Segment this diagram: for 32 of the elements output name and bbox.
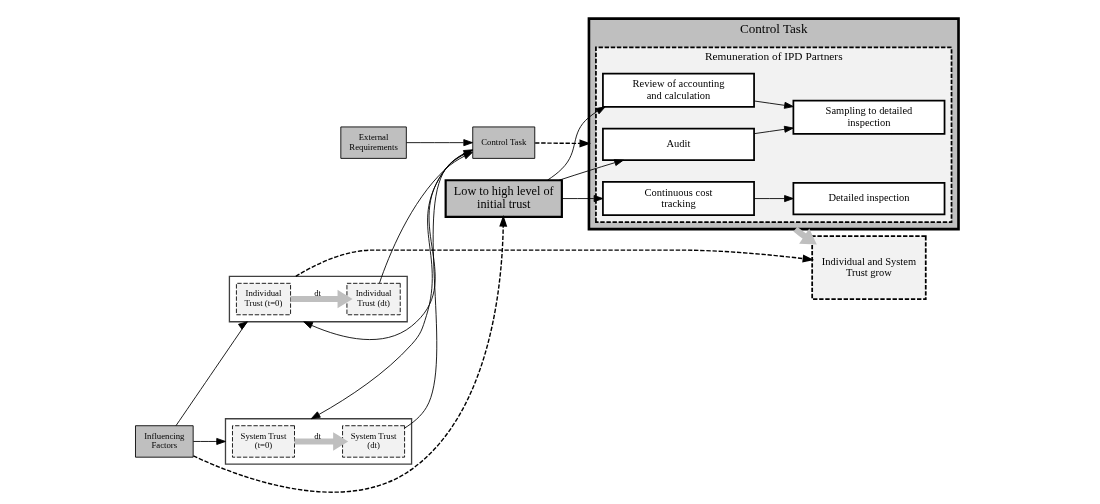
arrow <box>192 215 507 493</box>
arrow <box>175 321 248 427</box>
arrow <box>192 437 226 445</box>
arrow <box>294 249 814 278</box>
node-box: System Trust (dt) <box>341 425 405 458</box>
arrow <box>558 159 624 181</box>
cluster <box>228 275 408 323</box>
node-box: Review of accounting and calculation <box>601 72 755 108</box>
node-box: Individual Trust (dt) <box>346 282 401 316</box>
node-box: Audit <box>601 127 755 161</box>
node-box: Individual Trust (t=0) <box>235 282 291 316</box>
node-box: Influencing Factors <box>134 425 194 458</box>
edge-label: dt <box>313 430 321 441</box>
arrow <box>753 100 794 109</box>
arrow <box>533 139 591 148</box>
arrow <box>753 195 794 203</box>
node-box: Continuous cost tracking <box>601 181 755 217</box>
arrow <box>405 139 473 147</box>
arrow <box>290 289 353 309</box>
node-box: Control Task <box>471 126 535 159</box>
node-box: External Requirements <box>339 126 407 159</box>
arrow <box>753 125 794 135</box>
edge-label: dt <box>313 288 321 299</box>
node-box: Low to high level of initial trust <box>444 179 563 218</box>
node-box: Sampling to detailed inspection <box>792 99 945 135</box>
arrow <box>294 432 348 451</box>
arrow <box>546 106 606 181</box>
arrow <box>561 195 603 203</box>
node-box: Individual and System Trust grow <box>810 235 927 300</box>
node-box: Detailed inspection <box>792 181 945 216</box>
node-box: System Trust (t=0) <box>231 425 295 458</box>
cluster <box>224 418 412 465</box>
